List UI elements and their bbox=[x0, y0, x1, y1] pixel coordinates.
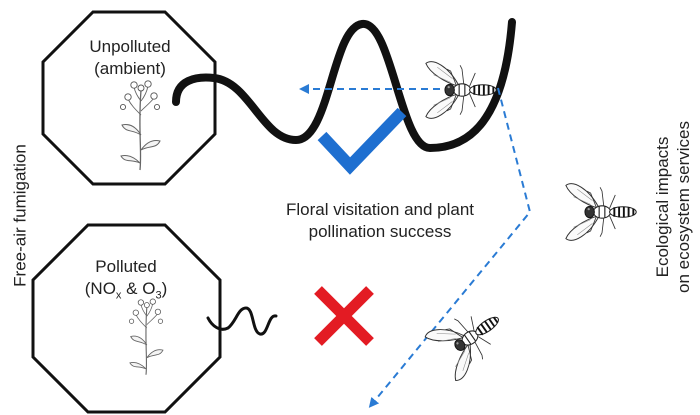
free-air-fumigation-label: Free-air fumigation bbox=[10, 144, 30, 287]
dashed-arrow-diagonal bbox=[368, 87, 532, 408]
unpolluted-title: Unpolluted bbox=[89, 37, 171, 56]
small-wave bbox=[206, 306, 278, 336]
ecological-impacts-label: Ecological impacts on ecosystem services bbox=[653, 121, 693, 293]
polluted-title: Polluted bbox=[95, 257, 157, 276]
unpolluted-subtitle: (ambient) bbox=[94, 59, 166, 78]
polluted-label: Polluted (NOx & O3) bbox=[56, 256, 196, 306]
cross-icon bbox=[314, 286, 374, 346]
unpolluted-label: Unpolluted (ambient) bbox=[60, 36, 200, 80]
check-icon bbox=[317, 107, 407, 175]
insect-icon bbox=[423, 294, 516, 383]
polluted-octagon bbox=[31, 223, 222, 414]
large-wave bbox=[172, 18, 516, 153]
insect-icon bbox=[564, 182, 638, 242]
polluted-subtitle: (NOx & O3) bbox=[84, 279, 168, 302]
floral-visitation-text: Floral visitation and plant pollination … bbox=[285, 200, 475, 241]
